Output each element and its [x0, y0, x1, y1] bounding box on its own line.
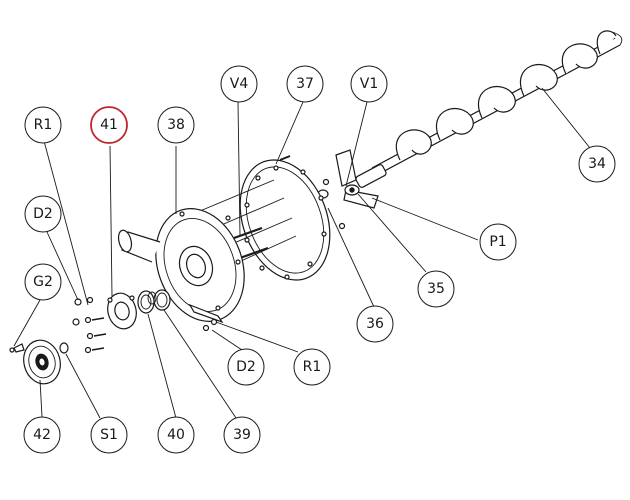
parts-drawing [9, 30, 623, 385]
svg-text:S1: S1 [100, 427, 118, 443]
svg-text:39: 39 [233, 427, 251, 443]
auger-screw-34 [355, 30, 623, 188]
callout-34[interactable]: 34 [578, 145, 616, 183]
svg-text:38: 38 [167, 117, 185, 133]
callout-37[interactable]: 37 [286, 65, 324, 103]
svg-text:34: 34 [588, 156, 606, 172]
callouts: R1 41 38 V4 37 V1 34 D2 [23, 65, 616, 454]
highlight-ring [90, 106, 128, 144]
callout-42[interactable]: 42 [23, 416, 61, 454]
svg-text:R1: R1 [303, 359, 322, 375]
shaft-seal-S1 [59, 342, 69, 354]
grease-nipple-G2 [9, 343, 25, 353]
leader-lines [13, 87, 591, 419]
svg-text:R1: R1 [34, 117, 53, 133]
bearing-40 [137, 290, 157, 314]
callout-35[interactable]: 35 [417, 270, 455, 308]
callout-D2-bottom[interactable]: D2 [227, 348, 265, 386]
svg-text:42: 42 [33, 427, 51, 443]
svg-text:41: 41 [100, 117, 118, 133]
callout-R1-top[interactable]: R1 [24, 106, 62, 144]
bearing-flange-41 [107, 292, 137, 330]
pump-housing-38 [117, 208, 245, 324]
pulley-42 [23, 339, 61, 385]
svg-text:35: 35 [427, 281, 445, 297]
callout-V1[interactable]: V1 [350, 65, 388, 103]
svg-text:40: 40 [167, 427, 185, 443]
svg-text:36: 36 [366, 316, 384, 332]
callout-R1-bottom[interactable]: R1 [293, 348, 331, 386]
callout-36[interactable]: 36 [356, 305, 394, 343]
svg-text:D2: D2 [236, 359, 256, 375]
callout-G2[interactable]: G2 [24, 263, 62, 301]
callout-39[interactable]: 39 [223, 416, 261, 454]
svg-text:D2: D2 [33, 206, 53, 222]
callout-P1[interactable]: P1 [479, 223, 517, 261]
svg-text:G2: G2 [33, 274, 53, 290]
callout-38[interactable]: 38 [157, 106, 195, 144]
washers-screws-left [72, 296, 107, 354]
svg-text:V4: V4 [230, 76, 249, 92]
callout-D2-top[interactable]: D2 [24, 195, 62, 233]
bearing-ring-39 [153, 289, 171, 311]
svg-text:V1: V1 [360, 76, 378, 92]
callout-41[interactable]: 41 [90, 106, 128, 144]
agitator-blade-35 [335, 149, 379, 209]
svg-text:37: 37 [296, 76, 314, 92]
callout-S1[interactable]: S1 [90, 416, 128, 454]
svg-text:P1: P1 [489, 234, 506, 250]
callout-40[interactable]: 40 [157, 416, 195, 454]
callout-V4[interactable]: V4 [220, 65, 258, 103]
